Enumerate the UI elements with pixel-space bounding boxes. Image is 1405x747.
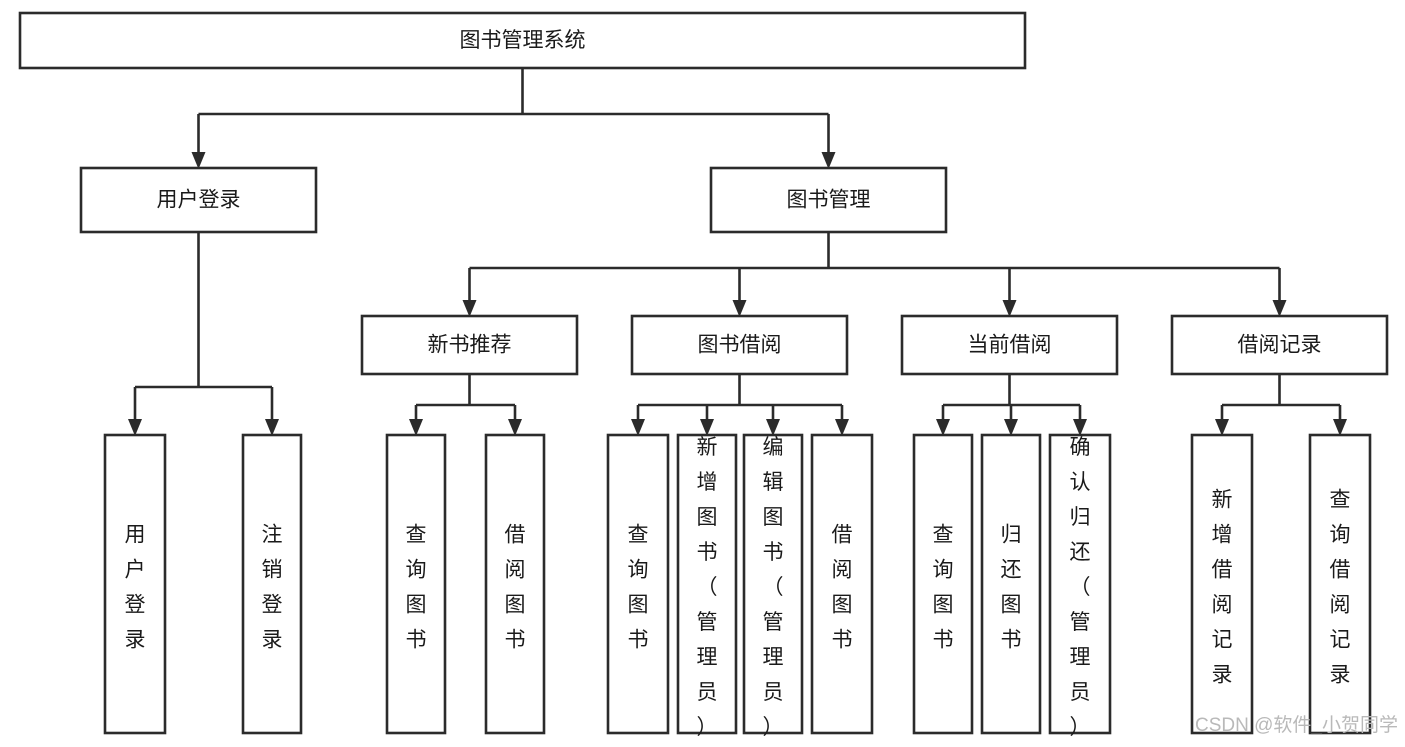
arrow-head-icon [766, 419, 780, 436]
node-label: 新书推荐 [428, 334, 512, 357]
node-leaf-borrow-book-2[interactable]: 借阅图书 [810, 433, 874, 735]
node-root[interactable]: 图书管理系统 [18, 11, 1027, 70]
node-book-manage[interactable]: 图书管理 [709, 166, 948, 234]
arrow-head-icon [1215, 419, 1229, 436]
node-book-borrow[interactable]: 图书借阅 [630, 314, 849, 376]
node-box[interactable] [1190, 433, 1254, 735]
node-label: 查询图书 [406, 523, 427, 651]
node-box[interactable] [241, 433, 303, 735]
node-leaf-add-record[interactable]: 新增借阅记录 [1190, 433, 1254, 735]
node-box[interactable] [360, 314, 579, 376]
node-box[interactable] [1308, 433, 1372, 735]
node-leaf-confirm-return[interactable]: 确认归还（管理员） [1048, 433, 1112, 739]
node-label: 用户登录 [125, 523, 146, 651]
arrow-head-icon [936, 419, 950, 436]
node-box[interactable] [1048, 433, 1112, 735]
arrow-head-icon [1073, 419, 1087, 436]
node-box[interactable] [1170, 314, 1389, 376]
edges-layer [128, 68, 1347, 436]
node-label: 当前借阅 [968, 334, 1052, 357]
arrow-head-icon [1272, 300, 1287, 317]
node-label: 查询图书 [933, 523, 954, 651]
node-box[interactable] [385, 433, 447, 735]
arrow-head-icon [128, 419, 142, 436]
node-leaf-user-logout[interactable]: 注销登录 [241, 433, 303, 735]
node-label: 注销登录 [262, 523, 283, 651]
node-label: 确认归还（管理员） [1070, 436, 1091, 739]
node-label: 用户登录 [157, 189, 241, 212]
node-leaf-borrow-book-1[interactable]: 借阅图书 [484, 433, 546, 735]
node-leaf-return-book[interactable]: 归还图书 [980, 433, 1042, 735]
arrow-head-icon [265, 419, 279, 436]
node-leaf-query-book-2[interactable]: 查询图书 [606, 433, 670, 735]
node-user-login[interactable]: 用户登录 [79, 166, 318, 234]
node-box[interactable] [79, 166, 318, 234]
node-box[interactable] [810, 433, 874, 735]
arrow-head-icon [409, 419, 423, 436]
arrow-head-icon [821, 152, 836, 169]
node-box[interactable] [18, 11, 1027, 70]
node-label: 借阅图书 [832, 523, 853, 651]
node-box[interactable] [912, 433, 974, 735]
arrow-head-icon [732, 300, 747, 317]
node-label: 图书管理 [787, 189, 871, 212]
node-label: 图书管理系统 [460, 29, 586, 52]
node-box[interactable] [980, 433, 1042, 735]
node-label: 编辑图书（管理员） [763, 436, 784, 739]
arrow-head-icon [835, 419, 849, 436]
node-leaf-add-book[interactable]: 新增图书（管理员） [676, 433, 738, 739]
arrow-head-icon [1002, 300, 1017, 317]
node-leaf-query-book-1[interactable]: 查询图书 [385, 433, 447, 735]
arrow-head-icon [1333, 419, 1347, 436]
node-label: 借阅记录 [1238, 334, 1322, 357]
node-box[interactable] [606, 433, 670, 735]
arrow-head-icon [462, 300, 477, 317]
node-box[interactable] [103, 433, 167, 735]
node-box[interactable] [742, 433, 804, 735]
arrow-head-icon [631, 419, 645, 436]
node-leaf-user-login[interactable]: 用户登录 [103, 433, 167, 735]
node-leaf-query-book-3[interactable]: 查询图书 [912, 433, 974, 735]
node-current-borrow[interactable]: 当前借阅 [900, 314, 1119, 376]
arrow-head-icon [508, 419, 522, 436]
node-box[interactable] [676, 433, 738, 735]
node-box[interactable] [900, 314, 1119, 376]
node-box[interactable] [484, 433, 546, 735]
node-label: 归还图书 [1001, 523, 1022, 651]
node-label: 新增借阅记录 [1212, 488, 1233, 686]
arrow-head-icon [700, 419, 714, 436]
node-label: 图书借阅 [698, 334, 782, 357]
node-new-book-rec[interactable]: 新书推荐 [360, 314, 579, 376]
node-label: 查询图书 [628, 523, 649, 651]
arrow-head-icon [191, 152, 206, 169]
arrow-head-icon [1004, 419, 1018, 436]
nodes-layer: 图书管理系统用户登录图书管理新书推荐图书借阅当前借阅借阅记录用户登录注销登录查询… [18, 11, 1389, 739]
node-leaf-edit-book[interactable]: 编辑图书（管理员） [742, 433, 804, 739]
node-borrow-record[interactable]: 借阅记录 [1170, 314, 1389, 376]
node-leaf-query-record[interactable]: 查询借阅记录 [1308, 433, 1372, 735]
node-box[interactable] [630, 314, 849, 376]
node-label: 查询借阅记录 [1330, 488, 1351, 686]
node-box[interactable] [709, 166, 948, 234]
csdn-watermark: CSDN @软件_小贺同学 [1195, 714, 1398, 736]
node-label: 借阅图书 [505, 523, 526, 651]
node-label: 新增图书（管理员） [697, 436, 718, 739]
